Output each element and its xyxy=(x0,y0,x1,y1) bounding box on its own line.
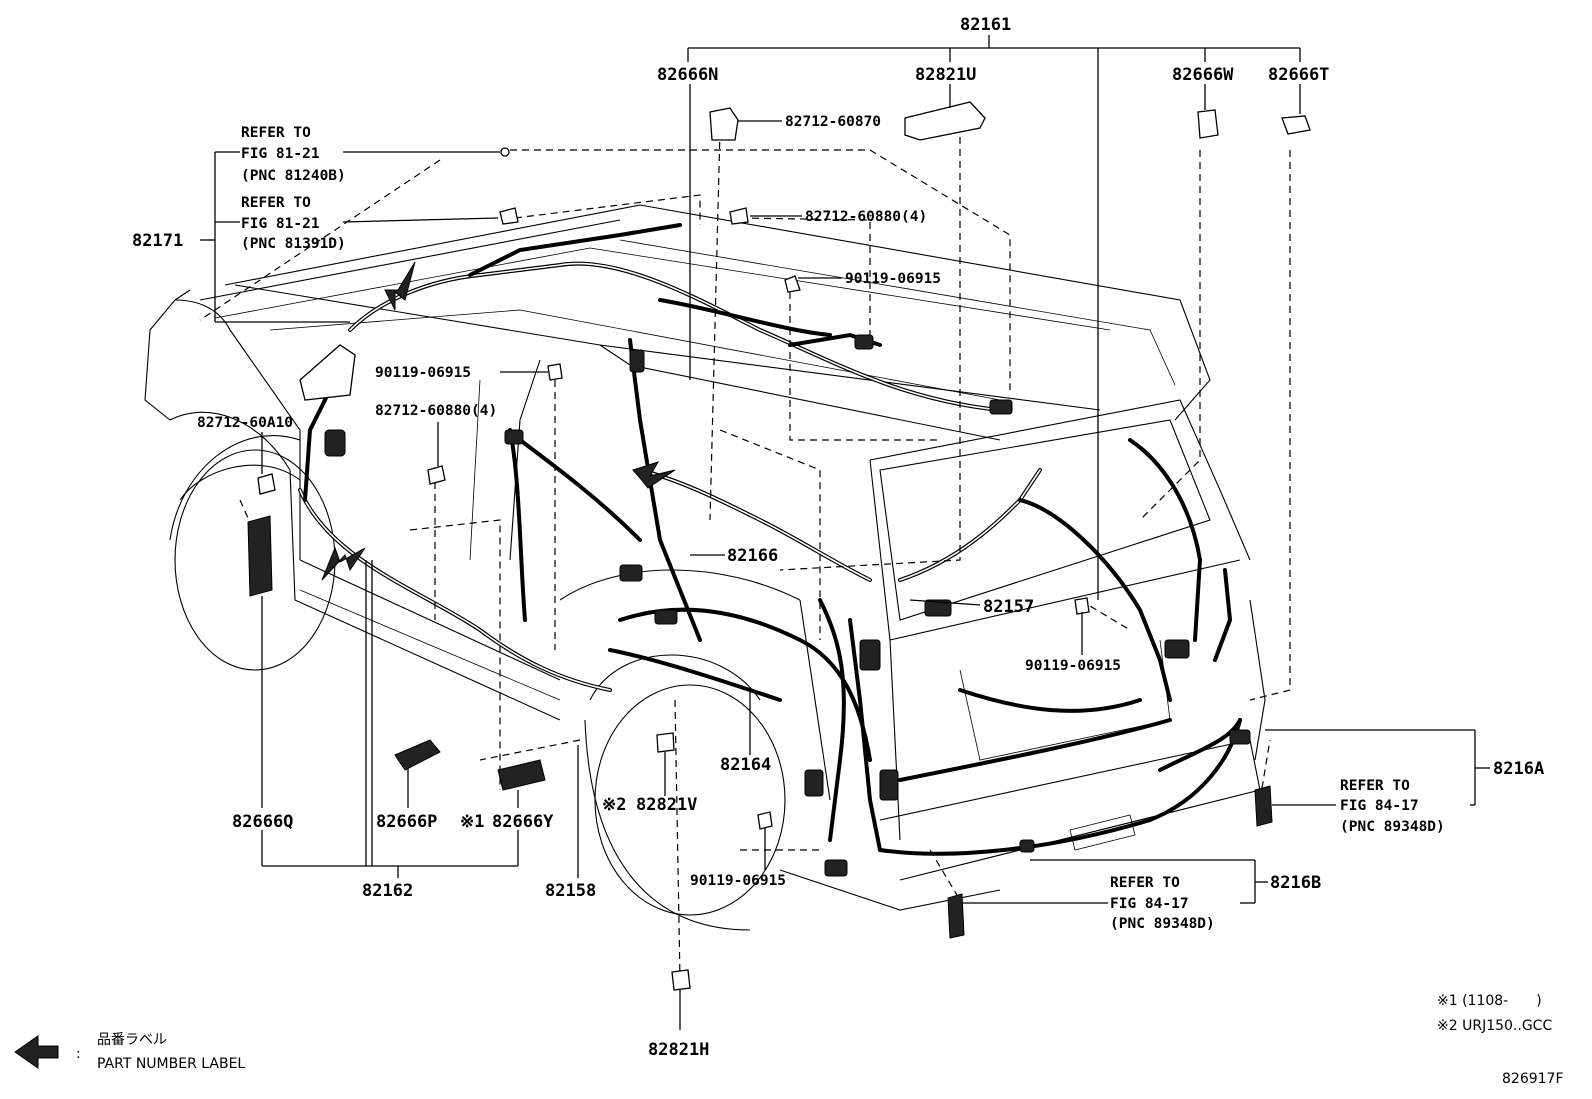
callout-82666N: 82666N xyxy=(657,65,718,85)
vehicle-body-outline xyxy=(144,204,1266,931)
callout-8216A: 8216A xyxy=(1493,759,1544,779)
arrow-1-icon xyxy=(384,261,416,311)
callout-82666Q: 82666Q xyxy=(232,812,293,832)
callout-82171: 82171 xyxy=(132,231,183,251)
part-number-label-arrow-icon xyxy=(14,1035,59,1069)
fastener-90119-06915-right: 90119-06915 xyxy=(1025,658,1121,674)
part-number-label-arrows xyxy=(321,261,676,581)
legend-jp: 品番ラベル xyxy=(97,1032,167,1048)
ref4-line3: (PNC 89348D) xyxy=(1110,916,1215,932)
ref3-line2: FIG 84-17 xyxy=(1340,798,1419,814)
legend-en: PART NUMBER LABEL xyxy=(97,1056,245,1072)
callout-8216B: 8216B xyxy=(1270,873,1321,893)
legend-colon: : xyxy=(76,1046,81,1062)
figure-id: 826917F xyxy=(1502,1071,1564,1087)
callout-82666Y: 82666Y xyxy=(492,812,554,832)
callout-labels: 82161 82666N 82821U 82666W 82666T 82171 … xyxy=(132,15,1544,1060)
fastener-90119-06915-lower: 90119-06915 xyxy=(690,873,786,889)
component-parts xyxy=(247,101,1311,991)
ref2-line3: (PNC 81391D) xyxy=(241,236,346,252)
legend: : 品番ラベル PART NUMBER LABEL xyxy=(14,1032,245,1072)
ref3-line3: (PNC 89348D) xyxy=(1340,819,1445,835)
note-1: ※1 (1108- ) xyxy=(1437,993,1542,1009)
ref1-line1: REFER TO xyxy=(241,125,311,141)
ref1-line3: (PNC 81240B) xyxy=(241,168,346,184)
refer-fig-81-21-81391d: REFER TO FIG 81-21 (PNC 81391D) xyxy=(241,195,346,252)
refer-fig-84-17-8216b: REFER TO FIG 84-17 (PNC 89348D) xyxy=(1110,875,1215,932)
callout-82666T: 82666T xyxy=(1268,65,1329,85)
fastener-82712-60A10: 82712-60A10 xyxy=(197,415,293,431)
callout-82162: 82162 xyxy=(362,881,413,901)
ref2-line2: FIG 81-21 xyxy=(241,216,320,232)
arrow-2-icon xyxy=(321,546,366,581)
fastener-82712-60880-lower: 82712-60880(4) xyxy=(375,403,497,419)
fastener-82712-60870: 82712-60870 xyxy=(785,114,881,130)
callout-82164: 82164 xyxy=(720,755,771,775)
marker-1-82666Y: ※1 xyxy=(460,812,484,832)
callout-82161: 82161 xyxy=(960,15,1011,35)
fastener-labels: 82712-60870 82712-60880(4) 90119-06915 9… xyxy=(197,114,1121,889)
callout-82166: 82166 xyxy=(727,546,778,566)
applicability-notes: ※1 (1108- ) ※2 URJ150..GCC xyxy=(1437,993,1552,1034)
refer-fig-84-17-8216a: REFER TO FIG 84-17 (PNC 89348D) xyxy=(1340,778,1445,835)
callout-82821U: 82821U xyxy=(915,65,976,85)
callout-82157: 82157 xyxy=(983,597,1034,617)
refer-to-notes: REFER TO FIG 81-21 (PNC 81240B) REFER TO… xyxy=(241,125,1445,932)
fastener-90119-06915-upper: 90119-06915 xyxy=(845,271,941,287)
arrow-3-icon xyxy=(632,461,676,489)
refer-fig-81-21-81240b: REFER TO FIG 81-21 (PNC 81240B) xyxy=(241,125,346,184)
callout-82821V: 82821V xyxy=(636,795,697,815)
marker-2-82821V: ※2 xyxy=(602,795,626,815)
fastener-90119-06915-left: 90119-06915 xyxy=(375,365,471,381)
callout-82666W: 82666W xyxy=(1172,65,1234,85)
callout-82821H: 82821H xyxy=(648,1040,709,1060)
solid-leaders xyxy=(200,35,1490,1030)
fastener-82712-60880-upper: 82712-60880(4) xyxy=(805,209,927,225)
callout-82158: 82158 xyxy=(545,881,596,901)
ref2-line1: REFER TO xyxy=(241,195,311,211)
ref4-line1: REFER TO xyxy=(1110,875,1180,891)
ref4-line2: FIG 84-17 xyxy=(1110,896,1189,912)
ref3-line1: REFER TO xyxy=(1340,778,1410,794)
callout-82666P: 82666P xyxy=(376,812,437,832)
wire-harness-routes xyxy=(298,223,1251,877)
ref1-line2: FIG 81-21 xyxy=(241,146,320,162)
note-2: ※2 URJ150..GCC xyxy=(1437,1018,1552,1034)
